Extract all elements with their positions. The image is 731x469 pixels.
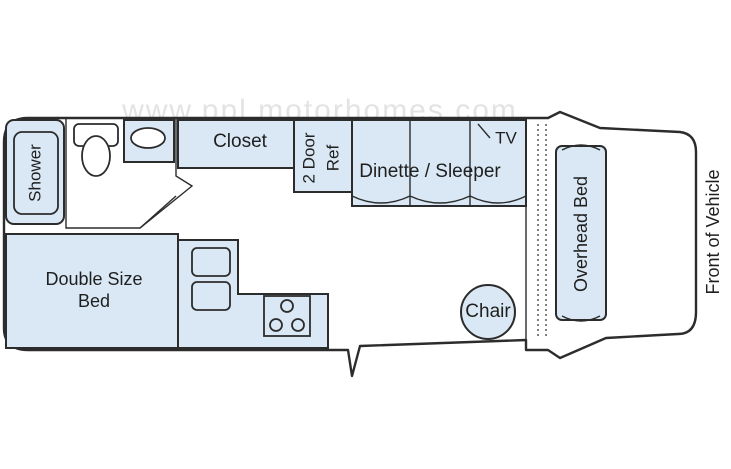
burner-icon-3 xyxy=(291,318,305,332)
bed-label-line2: Bed xyxy=(78,291,110,311)
kitchen-sink-bowl-2 xyxy=(191,281,231,311)
overhead-bed xyxy=(555,145,607,321)
ref-label-line1: 2 Door xyxy=(299,132,318,183)
toilet-icon xyxy=(81,135,111,177)
closet-label: Closet xyxy=(213,131,268,152)
chair-label: Chair xyxy=(465,301,511,322)
ref-label-line2: Ref xyxy=(323,145,342,172)
bathroom-door-swing xyxy=(139,195,177,229)
overhead-bed-pillow-bottom xyxy=(561,315,601,322)
dinette-label: Dinette / Sleeper xyxy=(359,161,501,182)
tv-mount-icon xyxy=(477,123,491,139)
dinette-cushion-3 xyxy=(469,195,527,204)
overhead-bed-pillow-top xyxy=(561,144,601,151)
shower-label: Shower xyxy=(25,144,44,202)
sink-icon xyxy=(130,127,166,149)
double-bed xyxy=(5,233,179,349)
front-of-vehicle-label: Front of Vehicle xyxy=(703,169,723,294)
refrigerator xyxy=(293,119,353,193)
dinette-cushion-1 xyxy=(351,195,411,204)
shower-pan xyxy=(13,131,59,215)
kitchen-sink-bowl-1 xyxy=(191,247,231,277)
closet xyxy=(177,119,295,169)
bathroom-wall xyxy=(65,118,194,229)
dinette-sleeper xyxy=(351,119,527,207)
burner-icon-1 xyxy=(280,299,294,313)
overhead-bed-label: Overhead Bed xyxy=(571,176,591,292)
bed-label-line1: Double Size xyxy=(45,269,142,289)
chair xyxy=(460,284,516,340)
dinette-cushion-2 xyxy=(409,195,471,204)
burner-icon-2 xyxy=(269,318,283,332)
tv-label: TV xyxy=(495,128,517,147)
